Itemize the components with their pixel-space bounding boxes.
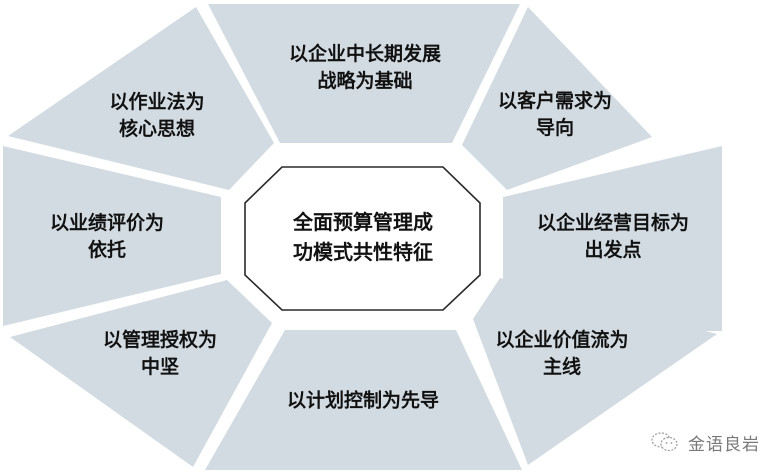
segment-left-label: 以业绩评价为 依托: [50, 210, 164, 264]
segment-right-label: 以企业经营目标为 出发点: [537, 210, 689, 264]
segment-top-right-line-2: 导向: [535, 117, 575, 139]
segment-left-line-1: 以业绩评价为: [49, 212, 165, 234]
segment-bottom-left: [10, 280, 272, 467]
segment-top-left-label: 以作业法为 核心思想: [109, 89, 204, 143]
segment-bottom-right-line-2: 主线: [542, 356, 582, 378]
watermark: 金语良岩: [650, 430, 760, 455]
center-line-1: 全面预算管理成: [293, 210, 433, 234]
segment-top-right-line-1: 以客户需求为: [497, 90, 613, 112]
segment-bottom-right-line-1: 以企业价值流为: [495, 329, 629, 351]
segment-bottom-right: [473, 278, 717, 465]
segment-bottom-right-label: 以企业价值流为 主线: [495, 327, 628, 381]
segment-top-left: [8, 7, 274, 190]
segment-top: [208, 4, 520, 143]
segment-top-left-line-2: 核心思想: [118, 118, 196, 140]
segment-right-line-1: 以企业经营目标为: [536, 212, 690, 234]
segment-top-line-1: 以企业中长期发展: [288, 43, 442, 65]
center-line-2: 功模式共性特征: [293, 240, 433, 264]
segment-left-line-2: 依托: [87, 239, 127, 261]
segment-top-right-label: 以客户需求为 导向: [498, 88, 612, 142]
segment-left: [3, 146, 221, 326]
segment-right-line-2: 出发点: [584, 239, 642, 261]
wechat-icon: [650, 431, 680, 453]
center-octagon: [244, 166, 481, 311]
segment-bottom-left-label: 以管理授权为 中坚: [103, 327, 217, 381]
segment-top-line-2: 战略为基础: [317, 70, 413, 92]
segment-bottom-line-1: 以计划控制为先导: [286, 389, 440, 412]
segment-bottom-left-line-1: 以管理授权为: [102, 329, 218, 351]
segment-bottom-left-line-2: 中坚: [140, 356, 180, 378]
segment-bottom: [205, 330, 522, 470]
segment-top-right: [462, 7, 652, 190]
segment-top-label: 以企业中长期发展 战略为基础: [289, 41, 441, 95]
watermark-text: 金语良岩: [688, 434, 760, 455]
segment-right: [503, 146, 722, 331]
segment-bottom-label: 以计划控制为先导: [287, 388, 439, 415]
center-label: 全面预算管理成 功模式共性特征: [293, 207, 433, 267]
segment-top-left-line-1: 以作业法为: [109, 91, 205, 113]
